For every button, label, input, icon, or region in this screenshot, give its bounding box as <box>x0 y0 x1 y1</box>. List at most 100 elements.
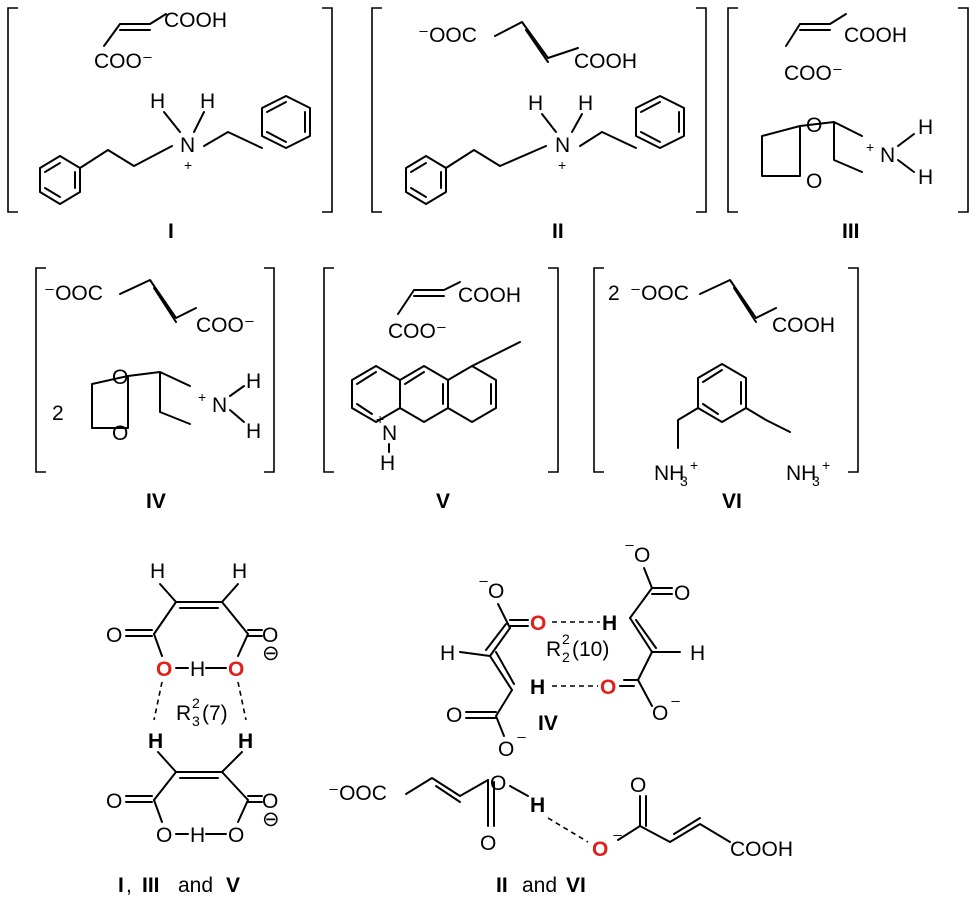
caption-V: V <box>226 874 240 897</box>
oxygen-atom: O <box>806 114 822 137</box>
hydrogen-atom: H <box>246 370 261 393</box>
benzyl-phenethyl-ammonium: N + H H <box>405 92 685 205</box>
hydrogen-atom: H <box>232 560 247 583</box>
caption-III: III <box>142 874 160 897</box>
subscript-3: 3 <box>812 473 820 489</box>
xylylenediammonium-cation: NH 3 + NH 3 + <box>654 363 830 489</box>
positive-charge: + <box>822 457 830 473</box>
motif-II-VI: ⁻OOC O H O O ⁻ O COOH II and VI <box>328 772 793 897</box>
hydrogen-atom: H <box>690 642 705 665</box>
negative-charge: ⁻ <box>624 538 635 561</box>
hydrogen-atom-bold: H <box>602 612 617 635</box>
benzene-ring <box>399 365 449 423</box>
oxygen-highlighted: O <box>600 676 616 699</box>
oxygen-atom: O <box>488 580 504 603</box>
ring-motif-symbol: R <box>546 638 561 661</box>
compound-label-II: II <box>552 220 564 243</box>
negative-charge: ⁻ <box>516 730 527 753</box>
compound-label-V: V <box>436 490 450 513</box>
negative-charge: ⊖ <box>262 808 280 831</box>
hydrogen-atom: H <box>190 658 205 681</box>
hydrogen-atom: H <box>528 92 543 115</box>
ammonium-group: NH <box>786 462 816 485</box>
oxygen-atom: O <box>262 624 278 647</box>
motif-ring-size: (7) <box>202 702 228 725</box>
positive-charge: + <box>690 457 698 473</box>
oxygen-atom: O <box>156 824 172 847</box>
positive-charge: + <box>866 139 874 155</box>
subscript-3: 3 <box>680 473 688 489</box>
hydrogen-atom: H <box>246 420 261 443</box>
motif-R2-2-10: ⁻ O O H H R 2 2 (10) H O O O ⁻ IV ⁻ O O … <box>440 538 705 761</box>
hydrogen-atom: H <box>380 452 395 475</box>
positive-charge: + <box>198 389 206 405</box>
cooh-group: COOH <box>730 838 793 861</box>
nitrogen-atom: N <box>880 144 895 167</box>
oxygen-highlighted: O <box>530 612 546 635</box>
cooh-group: COOH <box>458 284 521 307</box>
carboxylate-group: COO⁻ <box>388 320 447 343</box>
benzene-ring <box>405 155 447 205</box>
ring-motif-symbol: R <box>176 702 191 725</box>
oxygen-atom: O <box>106 790 122 813</box>
oxygen-atom: O <box>480 832 496 855</box>
maleate-monoanion: COOH COO⁻ <box>784 13 907 85</box>
carboxylate-group: ⁻OOC <box>630 282 689 305</box>
oxygen-atom: O <box>652 702 668 725</box>
caption-II: II <box>496 874 508 897</box>
motif-subscript: 2 <box>562 649 570 665</box>
benzyl-phenethyl-ammonium: N + H H <box>39 90 311 205</box>
methylquinolinium-cation: N + H <box>351 341 521 475</box>
carboxylate-group: ⁻OOC <box>44 282 103 305</box>
stoichiometry-2: 2 <box>608 282 620 305</box>
motif-R3-2-7: H H O O ⊖ O H O R 2 3 (7) H H O O ⊖ O H … <box>106 560 280 897</box>
oxygen-atom: O <box>112 422 128 445</box>
caption-comma: , <box>126 874 132 897</box>
carboxylate-group: ⁻OOC <box>418 24 477 47</box>
caption-and: and <box>178 874 213 897</box>
nitrogen-atom: N <box>212 394 227 417</box>
oxygen-atom: O <box>674 582 690 605</box>
carboxylate-group: COO⁻ <box>94 50 153 73</box>
oxygen-atom: O <box>106 624 122 647</box>
oxygen-atom: O <box>634 544 650 567</box>
cooh-group: COOH <box>772 314 835 337</box>
negative-charge: ⁻ <box>478 574 489 597</box>
oxygen-highlighted: O <box>156 658 172 681</box>
benzene-ring <box>261 95 311 149</box>
caption-and: and <box>522 874 557 897</box>
positive-charge: + <box>558 157 566 173</box>
hydrogen-atom: H <box>918 166 933 189</box>
motif-ring-size: (10) <box>572 638 609 661</box>
benzene-ring <box>635 95 685 149</box>
cooh-group: COOH <box>574 50 637 73</box>
nitrogen-atom: N <box>180 134 195 157</box>
positive-charge: + <box>376 411 384 427</box>
hydrogen-atom: H <box>150 90 165 113</box>
panel-I: COOH COO⁻ N + H H I <box>7 7 333 243</box>
hydrogen-atom: H <box>200 90 215 113</box>
hydrogen-atom-bold: H <box>148 730 163 753</box>
oxygen-atom: O <box>498 738 514 761</box>
carboxylate-group: COO⁻ <box>196 314 255 337</box>
compound-label-IV: IV <box>538 712 558 735</box>
dioxa-azaspiro-cation: O O N + H H <box>761 114 933 193</box>
oxygen-highlighted: O <box>228 658 244 681</box>
compound-label-VI: VI <box>722 490 742 513</box>
hydrogen-atom: H <box>578 92 593 115</box>
motif-superscript: 2 <box>562 631 570 647</box>
nitrogen-atom: N <box>382 422 397 445</box>
compound-label-I: I <box>168 220 174 243</box>
oxygen-atom: O <box>446 704 462 727</box>
compound-label-IV: IV <box>146 490 166 513</box>
hydrogen-atom-bold: H <box>530 676 545 699</box>
caption-I: I <box>118 874 124 897</box>
caption-VI: VI <box>566 874 586 897</box>
negative-charge: ⁻ <box>670 694 681 717</box>
hydrogen-atom-bold: H <box>530 794 545 817</box>
cooh-group: COOH <box>164 9 227 32</box>
hydrogen-atom: H <box>150 560 165 583</box>
compound-label-III: III <box>842 220 860 243</box>
positive-charge: + <box>184 157 192 173</box>
